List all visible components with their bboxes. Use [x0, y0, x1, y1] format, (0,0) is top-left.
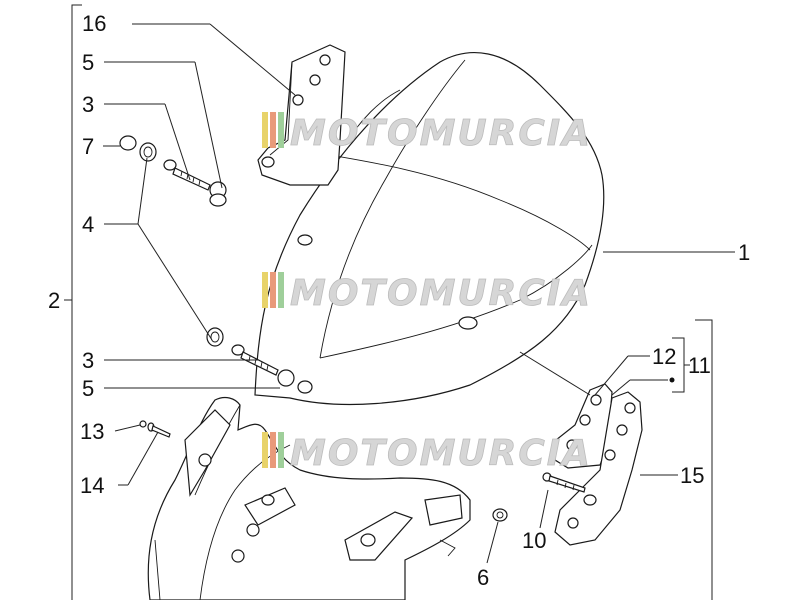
label-12: 12	[652, 344, 676, 369]
watermark-1: MOTOMURCIA	[262, 112, 592, 154]
group-bracket-11	[672, 337, 690, 393]
label-10: 10	[522, 528, 546, 553]
lower-hardware	[206, 327, 295, 387]
label-2: 2	[48, 288, 60, 313]
nut-6	[492, 508, 508, 522]
label-13: 13	[80, 419, 104, 444]
label-4: 4	[82, 212, 94, 237]
watermark-2: MOTOMURCIA	[262, 272, 592, 314]
side-bracket-assembly	[542, 383, 643, 546]
dot-marker	[669, 377, 675, 383]
watermark-text: MOTOMURCIA	[290, 113, 592, 154]
label-5-upper: 5	[82, 50, 94, 75]
label-1: 1	[738, 240, 750, 265]
group-bracket-15	[695, 319, 713, 600]
group-bracket-2	[64, 4, 82, 600]
label-14: 14	[80, 473, 104, 498]
label-3-upper: 3	[82, 92, 94, 117]
label-16: 16	[82, 11, 106, 36]
screw-13-14	[139, 420, 171, 438]
part-labels: 16 5 3 7 4 2 3 5 13 14 6 1 12 11 15 10	[48, 11, 750, 590]
watermark-3: MOTOMURCIA	[262, 432, 592, 474]
windscreen	[254, 51, 605, 406]
label-7: 7	[82, 134, 94, 159]
upper-hardware	[119, 135, 227, 207]
watermark-text: MOTOMURCIA	[290, 273, 592, 314]
lower-fairing	[147, 396, 471, 600]
leader-lines	[103, 23, 735, 564]
label-5-lower: 5	[82, 376, 94, 401]
watermark-text: MOTOMURCIA	[290, 433, 592, 474]
label-6: 6	[477, 565, 489, 590]
label-15: 15	[680, 463, 704, 488]
label-3-lower: 3	[82, 348, 94, 373]
label-11: 11	[688, 353, 711, 378]
